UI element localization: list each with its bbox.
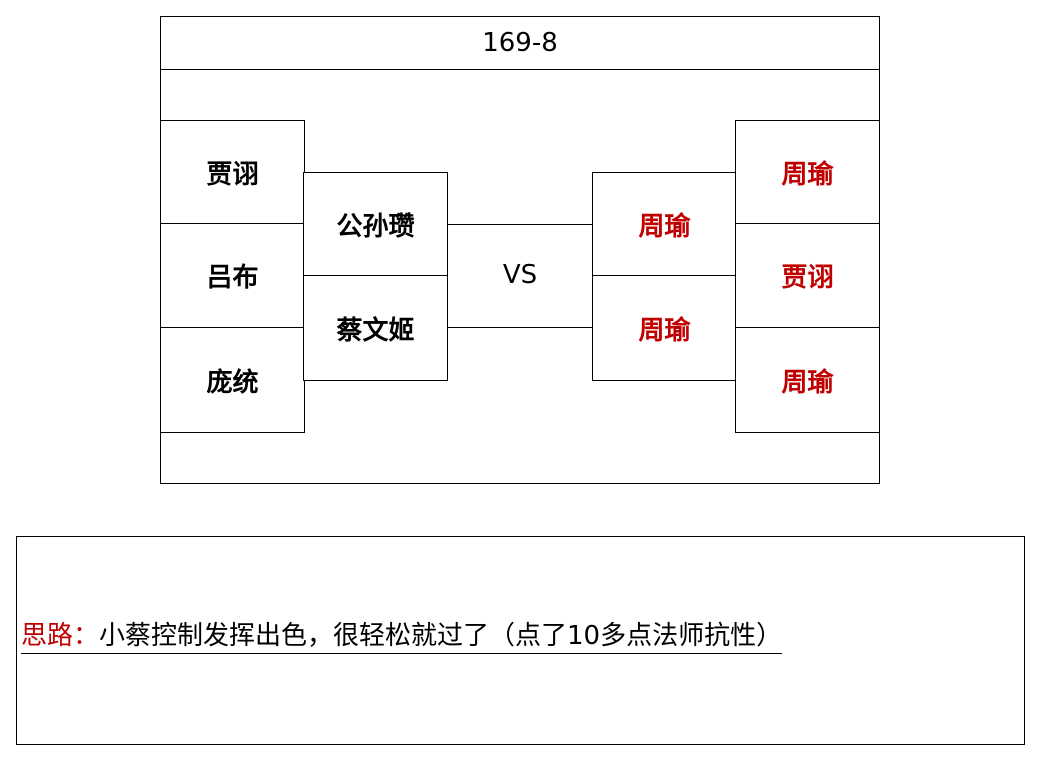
left-front-slot-2: 蔡文姬 [303,275,448,381]
right-back-slot-3: 周瑜 [735,327,880,433]
lineup-title: 169-8 [161,17,879,70]
left-back-slot-1: 贾诩 [160,120,305,225]
connector-left-bottom [446,327,594,328]
strategy-note-text: 小蔡控制发挥出色，很轻松就过了（点了10多点法师抗性） [99,621,783,651]
left-front-slot-1: 公孙瓒 [303,172,448,277]
left-back-slot-2: 吕布 [160,223,305,328]
versus-label: VS [502,260,538,290]
left-back-slot-3: 庞统 [160,327,305,433]
connector-left-top [446,224,594,225]
right-back-slot-1: 周瑜 [735,120,880,225]
strategy-note-label: 思路： [21,621,100,651]
right-front-slot-1: 周瑜 [592,172,737,277]
strategy-note-box: 思路：小蔡控制发挥出色，很轻松就过了（点了10多点法师抗性） [16,536,1025,745]
right-front-slot-2: 周瑜 [592,275,737,381]
strategy-note: 思路：小蔡控制发挥出色，很轻松就过了（点了10多点法师抗性） [21,621,783,654]
right-back-slot-2: 贾诩 [735,223,880,328]
